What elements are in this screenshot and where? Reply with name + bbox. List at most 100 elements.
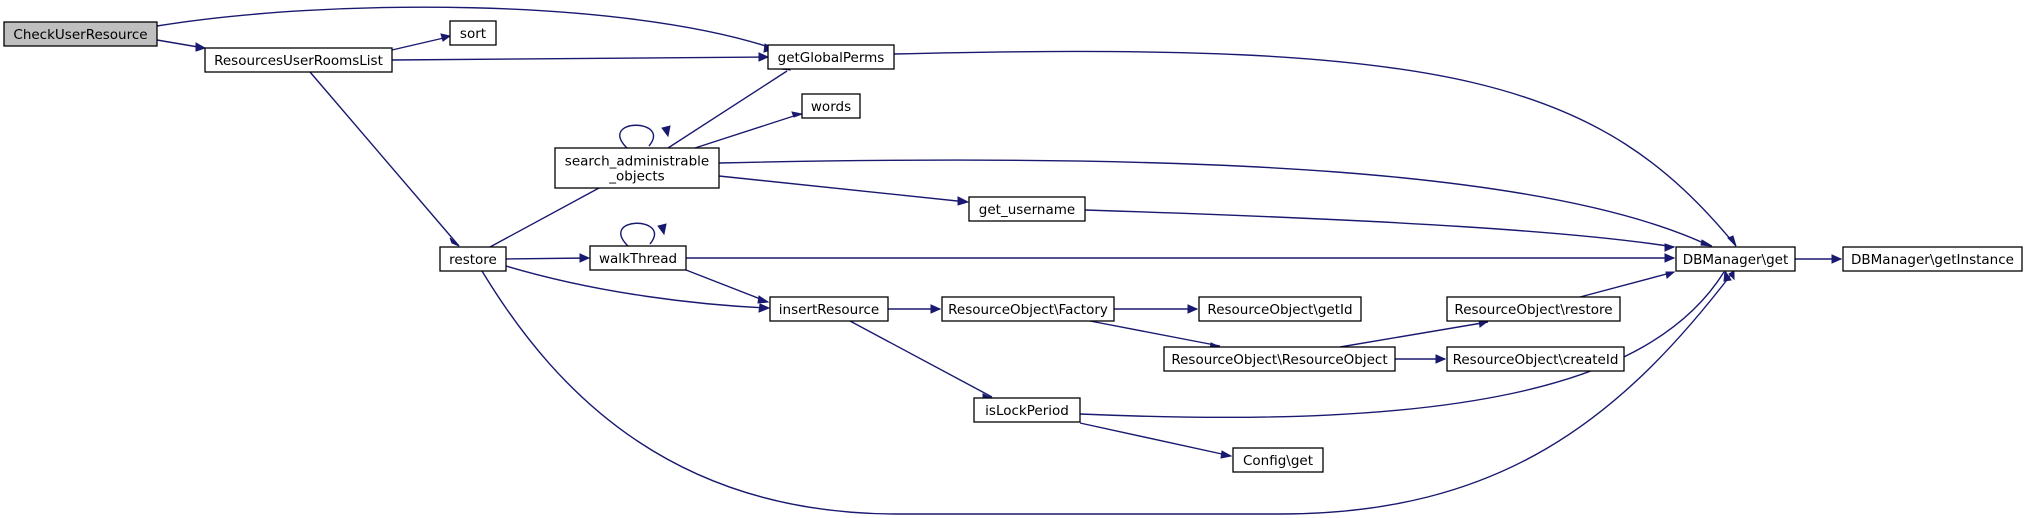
node-islockperiod[interactable]: isLockPeriod — [973, 397, 1081, 423]
edge-walkthread-to-insertresource — [685, 269, 770, 304]
edge-checkuserresource-to-resourcesuserroomslist — [156, 39, 207, 52]
edge-line — [1079, 422, 1232, 457]
edge-restore-to-search-administrable-objects — [489, 180, 602, 248]
node-get-username[interactable]: get_username — [968, 196, 1086, 222]
node-box — [449, 20, 497, 46]
node-resourceobject-resourceobject[interactable]: ResourceObject\ResourceObject — [1163, 346, 1396, 372]
node-box — [589, 245, 687, 271]
edges-layer — [156, 6, 1843, 515]
node-dbmanager-get[interactable]: DBManager\get — [1675, 246, 1796, 272]
node-dbmanager-getinstance[interactable]: DBManager\getInstance — [1842, 246, 2023, 272]
edge-arrowhead — [1727, 235, 1737, 247]
edge-insertresource-to-islockperiod — [849, 320, 994, 402]
node-label: DBManager\get — [1683, 252, 1789, 268]
edge-arrowhead — [1728, 270, 1735, 281]
node-resourceobject-getid[interactable]: ResourceObject\getId — [1198, 296, 1362, 322]
edge-arrowhead — [1664, 253, 1676, 263]
node-resourceobject-createid[interactable]: ResourceObject\createId — [1446, 346, 1625, 372]
node-label: ResourceObject\createId — [1453, 352, 1619, 368]
node-search-administrable-objects[interactable]: search_administrable_objects — [554, 147, 720, 189]
edge-line — [391, 56, 768, 61]
edge-arrowhead — [1220, 450, 1233, 459]
node-label: DBManager\getInstance — [1851, 252, 2014, 268]
edge-search-administrable-objects-to-words — [694, 111, 804, 149]
edge-line — [893, 50, 1737, 247]
edge-line — [505, 265, 769, 309]
node-box — [1232, 447, 1324, 473]
edge-walkthread-to-dbmanager-get — [686, 253, 1676, 263]
edge-search-administrable-objects-to-get-username — [718, 175, 970, 206]
edge-arrowhead — [758, 303, 771, 313]
edge-search-administrable-objects-to-search-administrable-objects — [619, 124, 671, 149]
node-restore[interactable]: restore — [439, 246, 507, 272]
node-words[interactable]: words — [801, 93, 861, 119]
node-label: walkThread — [599, 251, 677, 267]
node-box — [1446, 346, 1625, 372]
node-resourceobject-factory[interactable]: ResourceObject\Factory — [941, 296, 1115, 322]
edge-search-administrable-objects-to-getglobalperms — [667, 61, 791, 149]
edge-arrowhead — [1665, 271, 1676, 279]
edge-line — [1339, 321, 1489, 348]
edge-line — [156, 6, 773, 49]
node-label: restore — [449, 252, 497, 268]
edge-line — [1079, 271, 1725, 419]
edge-islockperiod-to-config-get — [1079, 422, 1233, 459]
node-box — [1198, 296, 1362, 322]
edge-resourceobject-resourceobject-to-resourceobject-createid — [1395, 354, 1447, 364]
edge-arrowhead — [1700, 239, 1713, 247]
node-insertresource[interactable]: insertResource — [769, 296, 889, 322]
node-label: search_administrable — [565, 154, 709, 170]
edge-line — [620, 222, 656, 247]
edge-arrowhead — [657, 223, 667, 236]
node-getglobalperms[interactable]: getGlobalPerms — [767, 44, 895, 70]
edge-arrowhead — [449, 237, 460, 247]
node-resourceobject-restore[interactable]: ResourceObject\restore — [1446, 296, 1621, 322]
edge-walkthread-to-walkthread — [620, 222, 667, 247]
node-checkuserresource[interactable]: CheckUserResource — [3, 21, 158, 47]
edge-line — [718, 175, 968, 203]
edge-arrowhead — [661, 125, 671, 138]
node-label: ResourceObject\getId — [1207, 302, 1352, 318]
node-resourcesuserroomslist[interactable]: ResourcesUserRoomsList — [204, 47, 393, 73]
node-config-get[interactable]: Config\get — [1232, 447, 1324, 473]
edge-arrowhead — [1435, 354, 1447, 364]
edge-line — [1084, 209, 1675, 248]
node-label: words — [811, 99, 851, 115]
node-label: get_username — [979, 202, 1075, 218]
edge-arrowhead — [930, 304, 942, 314]
edge-line — [694, 113, 801, 149]
edge-arrowhead — [1831, 254, 1843, 264]
node-label: Config\get — [1243, 453, 1313, 469]
edge-line — [505, 257, 589, 260]
node-label: isLockPeriod — [985, 403, 1069, 419]
node-box — [801, 93, 861, 119]
edge-line — [667, 70, 788, 149]
edge-getglobalperms-to-dbmanager-get — [893, 50, 1737, 247]
edge-arrowhead — [579, 253, 591, 263]
edge-resourceobject-factory-to-resourceobject-getid — [1114, 304, 1199, 314]
edge-line — [391, 36, 449, 51]
edge-line — [685, 269, 769, 303]
edge-resourceobject-factory-to-resourceobject-resourceobject — [1089, 320, 1222, 351]
node-box — [1163, 346, 1396, 372]
node-box — [1842, 246, 2023, 272]
edge-arrowhead — [1664, 243, 1676, 252]
edge-resourcesuserroomslist-to-sort — [391, 33, 452, 51]
node-box — [769, 296, 889, 322]
node-box — [439, 246, 507, 272]
node-sort[interactable]: sort — [449, 20, 497, 46]
edge-line — [849, 320, 993, 398]
node-box — [973, 397, 1081, 423]
edge-line — [489, 187, 600, 248]
node-walkthread[interactable]: walkThread — [589, 245, 687, 271]
edge-resourceobject-restore-to-dbmanager-get — [1579, 271, 1676, 298]
edge-islockperiod-to-dbmanager-get — [1079, 269, 1732, 419]
node-label: sort — [460, 26, 486, 42]
edge-restore-to-walkthread — [505, 253, 591, 263]
edge-arrowhead — [195, 42, 207, 52]
edge-search-administrable-objects-to-dbmanager-get — [718, 159, 1713, 247]
node-box — [968, 196, 1086, 222]
node-label: ResourcesUserRoomsList — [214, 53, 383, 69]
